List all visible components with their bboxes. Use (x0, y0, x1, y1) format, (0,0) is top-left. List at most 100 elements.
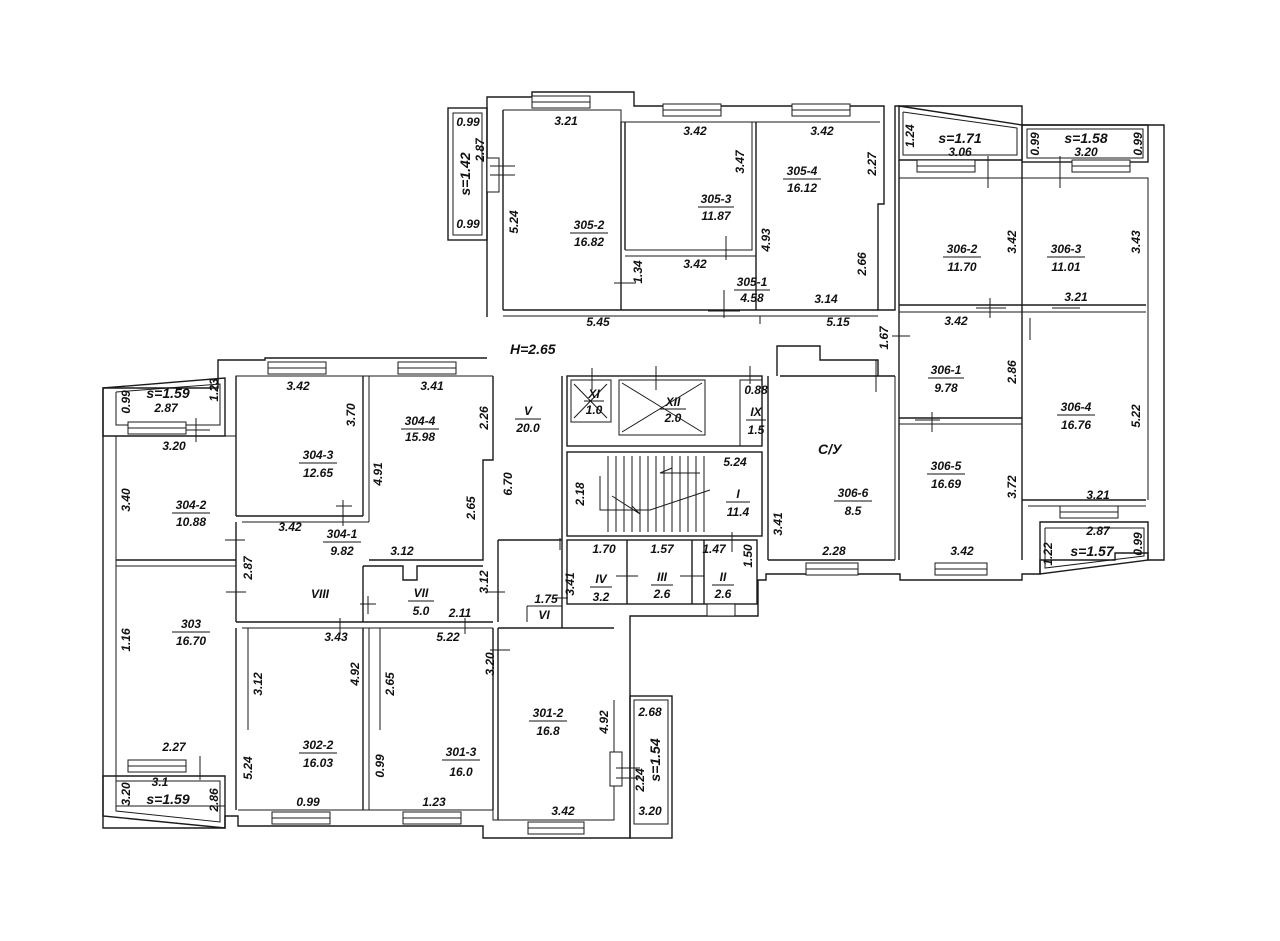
dimension-label: 3.72 (1005, 475, 1019, 499)
room-area: 16.8 (536, 724, 560, 738)
dimension-label: 3.70 (344, 403, 358, 427)
dimension-label: 3.42 (1005, 230, 1019, 254)
room-area: 5.0 (413, 604, 430, 618)
room-name: 306-4 (1061, 400, 1092, 414)
room-XII: XII 2.0 (660, 395, 686, 425)
room-name: XI (587, 387, 600, 401)
dimension-label: 3.42 (683, 124, 707, 138)
room-302-2: 302-2 16.03 (299, 738, 337, 770)
dimension-label: 1.16 (119, 628, 133, 652)
room-VI-label: VI (538, 608, 550, 622)
room-name: III (657, 570, 668, 584)
dimension-label: 3.21 (554, 114, 578, 128)
dimension-label: 2.27 (161, 740, 187, 754)
room-area: 11.4 (727, 505, 750, 519)
dimension-label: 4.93 (759, 228, 773, 253)
room-area: 16.0 (449, 765, 473, 779)
interior-walls (116, 110, 1146, 820)
room-VIII-label: VIII (311, 587, 330, 601)
room-name: 304-2 (176, 498, 207, 512)
dimension-label: 3.20 (483, 652, 497, 676)
room-305-3: 305-3 11.87 (698, 192, 734, 223)
dimension-label: 3.20 (119, 782, 133, 806)
room-name: IV (595, 572, 607, 586)
room-306-5: 306-5 16.69 (927, 459, 965, 491)
room-V: V 20.0 (515, 404, 541, 435)
dimension-label: 3.42 (286, 379, 310, 393)
dimension-label: 2.86 (207, 788, 221, 813)
dimension-label: 3.42 (683, 257, 707, 271)
room-area: 2.0 (664, 411, 682, 425)
dimension-label: 1.67 (877, 325, 891, 350)
dimension-label: 2.65 (383, 672, 397, 697)
room-306-4: 306-4 16.76 (1057, 400, 1095, 432)
room-306-2: 306-2 11.70 (943, 242, 981, 274)
dimension-label: 2.27 (865, 151, 879, 177)
dimension-label: 3.20 (638, 804, 662, 818)
dimension-label: 0.99 (119, 390, 133, 414)
dimension-label: 3.42 (944, 314, 968, 328)
dimension-label: 1.75 (534, 592, 558, 606)
dimension-label: 2.24 (633, 768, 647, 793)
room-name: 303 (181, 617, 201, 631)
room-XI: XI 1.0 (584, 387, 604, 417)
room-area: 11.01 (1051, 260, 1080, 274)
room-area: 16.82 (574, 235, 604, 249)
room-304-2: 304-2 10.88 (172, 498, 210, 529)
room-306-6: 306-6 8.5 (834, 486, 872, 518)
room-304-1: 304-1 9.82 (323, 527, 361, 558)
room-area: 3.2 (593, 590, 610, 604)
dimension-label: 5.24 (241, 756, 255, 780)
dimension-label: 2.87 (473, 137, 487, 163)
dimension-label: 3.1 (152, 775, 169, 789)
dimension-label: 5.45 (586, 315, 610, 329)
dimension-label: 3.41 (771, 512, 785, 536)
room-area: 11.70 (947, 260, 976, 274)
bathroom-label: С/У (818, 441, 843, 457)
dimension-label: 3.43 (324, 630, 348, 644)
room-name: VII (414, 586, 429, 600)
dimension-label: 3.06 (948, 145, 972, 159)
room-area: 11.87 (701, 209, 731, 223)
dimension-label: 1.50 (741, 544, 755, 568)
room-name: 301-2 (533, 706, 564, 720)
room-area: 9.82 (330, 544, 354, 558)
dimension-label: 0.99 (296, 795, 320, 809)
dimension-label: 3.40 (119, 488, 133, 512)
dimension-label: 5.22 (1129, 404, 1143, 428)
dimension-label: 3.20 (1074, 145, 1098, 159)
room-name: 301-3 (446, 745, 477, 759)
room-306-3: 306-3 11.01 (1047, 242, 1085, 274)
dimension-label: 2.87 (1085, 524, 1111, 538)
dimension-label: 2.68 (637, 705, 662, 719)
labels: H=2.65 С/У 305-2 16.82 305-3 11.87 305-4… (119, 114, 1145, 818)
balcony-area-label: s=1.42 (457, 152, 473, 195)
dimension-label: 3.42 (278, 520, 302, 534)
room-area: 16.76 (1061, 418, 1091, 432)
room-name: 305-4 (787, 164, 818, 178)
dimension-label: 1.23 (422, 795, 446, 809)
room-304-3: 304-3 12.65 (299, 448, 337, 480)
room-name: 306-2 (947, 242, 978, 256)
room-IV: IV 3.2 (590, 572, 612, 604)
room-area: 10.88 (176, 515, 206, 529)
room-name: IX (750, 405, 762, 419)
dimension-label: 2.65 (464, 496, 478, 521)
dimension-label: 4.92 (348, 662, 362, 687)
balcony-area-label: s=1.59 (146, 385, 189, 401)
dimension-label: 3.47 (733, 149, 747, 174)
dimension-label: 1.22 (1041, 542, 1055, 566)
room-I: I 11.4 (726, 487, 750, 519)
dimension-label: 0.99 (456, 217, 480, 231)
balcony-area-label: s=1.57 (1070, 543, 1114, 559)
room-area: 2.6 (653, 587, 671, 601)
balcony-area-label: s=1.71 (938, 130, 981, 146)
dimension-label: 2.87 (153, 401, 179, 415)
dimension-label: 5.24 (723, 455, 747, 469)
room-IX: IX 1.5 (746, 405, 766, 437)
room-area: 9.78 (934, 381, 958, 395)
dimension-label: 5.22 (436, 630, 460, 644)
room-name: 302-2 (303, 738, 334, 752)
dimension-label: 2.28 (821, 544, 846, 558)
